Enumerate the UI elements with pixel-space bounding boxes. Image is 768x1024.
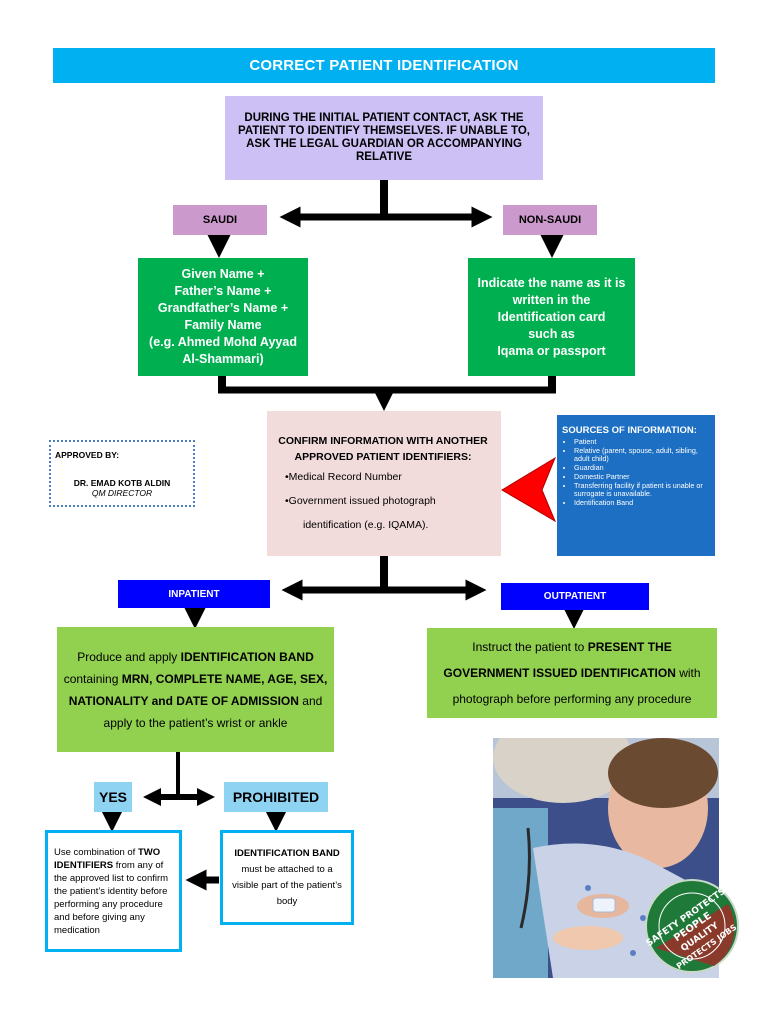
source-item: Patient [574, 438, 709, 446]
inpatient-tag: INPATIENT [118, 580, 270, 608]
confirm-heading: CONFIRM INFORMATION WITH ANOTHER APPROVE… [278, 435, 488, 463]
quality-seal-logo: SAFETY PROTECTS PEOPLE QUALITY PROTECTS … [645, 879, 739, 973]
approved-by-box: APPROVED BY: DR. EMAD KOTB ALDIN QM DIRE… [49, 440, 195, 507]
confirm-item-photo-id-cont: identification (e.g. IQAMA). [303, 519, 429, 531]
saudi-tag: SAUDI [173, 205, 267, 235]
sources-heading: SOURCES OF INFORMATION: [562, 425, 697, 436]
saudi-line: Father’s Name + [174, 284, 272, 298]
inpatient-text: Produce and apply [77, 649, 181, 664]
saudi-line: Grandfather’s Name + [157, 301, 289, 315]
non-saudi-line: such as [528, 326, 575, 341]
source-item: Relative (parent, spouse, adult, sibling… [574, 447, 709, 463]
page-title: CORRECT PATIENT IDENTIFICATION [53, 48, 715, 83]
inpatient-text: containing [63, 671, 122, 686]
source-item: Domestic Partner [574, 473, 709, 481]
approver-name: DR. EMAD KOTB ALDIN [73, 478, 171, 488]
outpatient-tag: OUTPATIENT [501, 583, 649, 610]
non-saudi-line: Iqama or passport [497, 343, 606, 358]
confirm-item-photo-id: •Government issued photograph [285, 495, 436, 507]
saudi-line: Given Name + [181, 267, 265, 281]
non-saudi-name-box: Indicate the name as it is written in th… [468, 258, 635, 376]
yes-bold: TWO IDENTIFIERS [54, 846, 161, 871]
inpatient-bold: MRN, COMPLETE NAME, AGE, SEX, NATIONALIT… [68, 671, 328, 708]
confirm-item-mrn: •Medical Record Number [285, 471, 402, 483]
non-saudi-tag: NON-SAUDI [503, 205, 597, 235]
source-item: Guardian [574, 464, 709, 472]
saudi-line: Family Name [184, 318, 262, 332]
prohibited-bold: IDENTIFICATION BAND [234, 847, 340, 859]
source-item: Transferring facility if patient is unab… [574, 482, 709, 498]
prohibited-tag: PROHIBITED [224, 782, 328, 812]
non-saudi-line: Identification card [497, 309, 606, 324]
prohibited-text: must be attached to a visible part of th… [232, 863, 342, 907]
confirm-identifiers-box: CONFIRM INFORMATION WITH ANOTHER APPROVE… [267, 411, 501, 556]
inpatient-instructions-box: Produce and apply IDENTIFICATION BAND co… [57, 627, 334, 752]
outpatient-bold: PRESENT THE GOVERNMENT ISSUED IDENTIFICA… [443, 640, 676, 680]
outpatient-text: Instruct the patient to [472, 640, 588, 654]
two-identifiers-box: Use combination of TWO IDENTIFIERS from … [45, 830, 182, 952]
outpatient-instructions-box: Instruct the patient to PRESENT THE GOVE… [427, 628, 717, 718]
yes-text: from any of the approved list to confirm… [54, 859, 169, 936]
initial-contact-box: DURING THE INITIAL PATIENT CONTACT, ASK … [225, 96, 543, 180]
saudi-name-box: Given Name + Father’s Name + Grandfather… [138, 258, 308, 376]
inpatient-text: and apply to the patient’s wrist or ankl… [103, 693, 323, 730]
inpatient-bold: IDENTIFICATION BAND [180, 649, 314, 664]
approved-label: APPROVED BY: [55, 450, 120, 460]
band-attach-box: IDENTIFICATION BAND must be attached to … [220, 830, 354, 925]
source-item: Identification Band [574, 499, 709, 507]
outpatient-text: with photograph before performing any pr… [452, 666, 701, 706]
yes-text: Use combination of [54, 846, 138, 858]
saudi-line: (e.g. Ahmed Mohd Ayyad [149, 335, 297, 349]
non-saudi-line: written in the [512, 292, 591, 307]
approver-role: QM DIRECTOR [91, 488, 153, 498]
yes-tag: YES [94, 782, 132, 812]
non-saudi-line: Indicate the name as it is [477, 275, 626, 290]
red-chevron-arrow [501, 456, 557, 523]
sources-of-information-box: SOURCES OF INFORMATION: Patient Relative… [557, 415, 715, 556]
saudi-line: Al-Shammari) [182, 352, 264, 366]
